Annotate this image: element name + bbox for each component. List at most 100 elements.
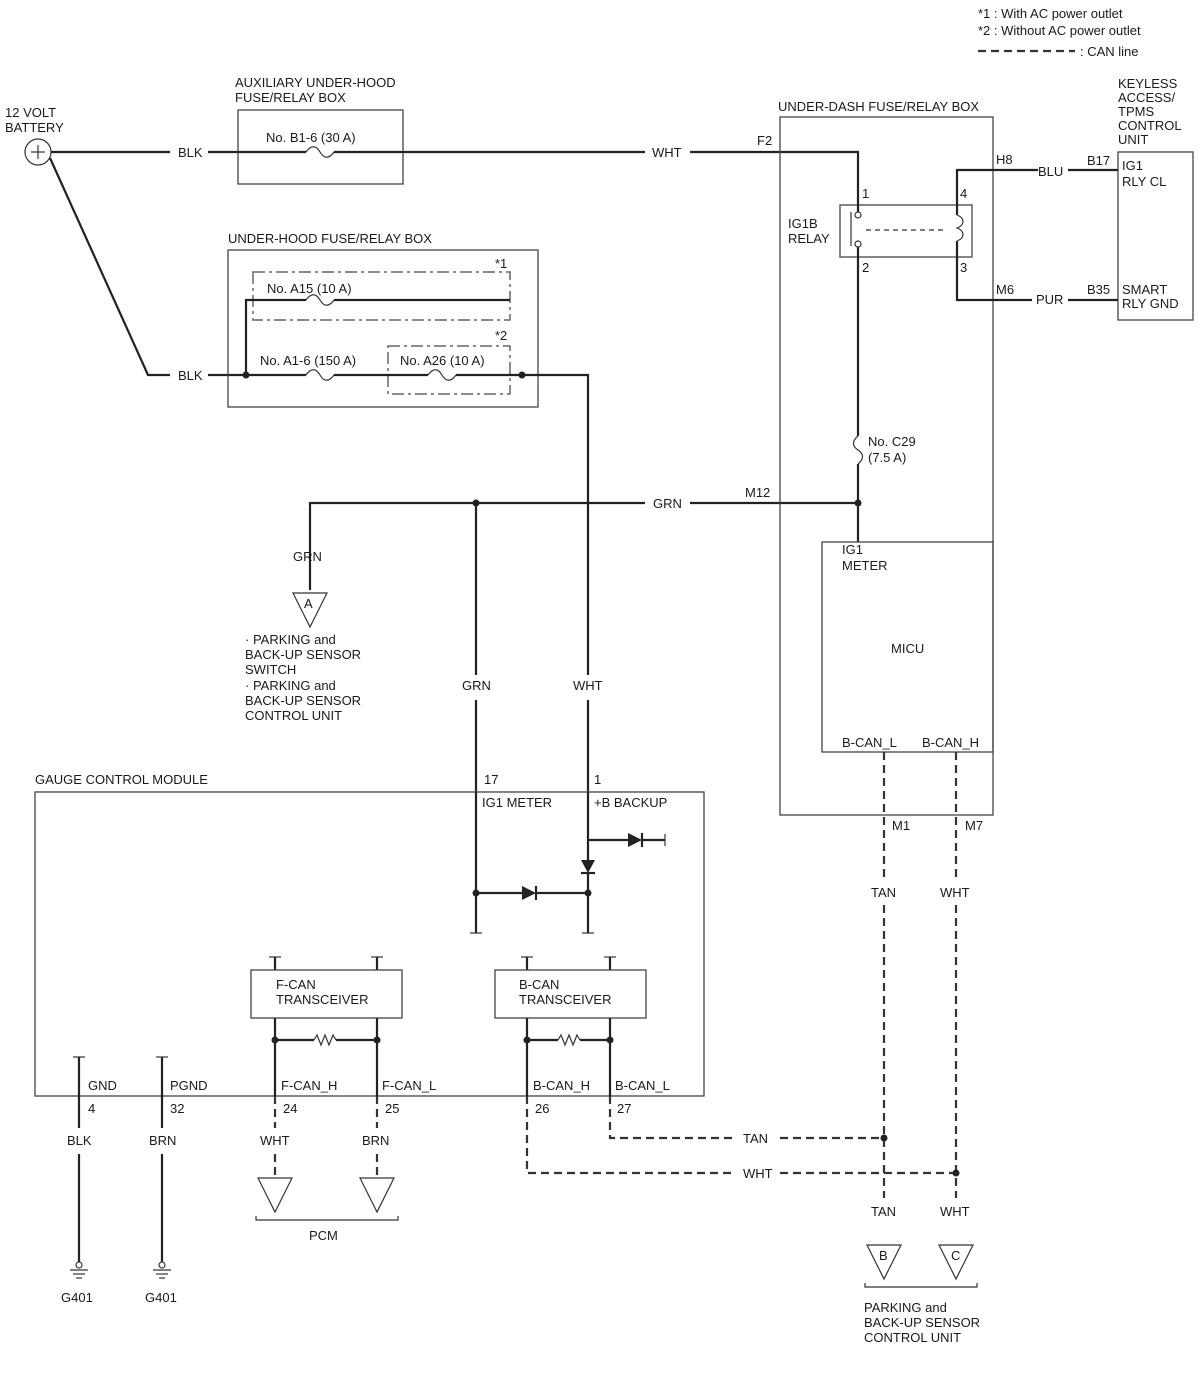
keyless-ig1: IG1 [1122, 158, 1143, 173]
gcm-pin-27: 27 [617, 1101, 631, 1116]
keyless-smart: SMART [1122, 282, 1167, 297]
relay-label-1: IG1B [788, 216, 818, 231]
junction-gcm-ig1 [472, 889, 480, 897]
wire-wht-top-b [690, 150, 860, 196]
parking-line-2: BACK-UP SENSOR [864, 1315, 980, 1330]
fcan-label-2: TRANSCEIVER [276, 992, 368, 1007]
uh-wire-a15-left [244, 298, 306, 375]
diode-backup-icon [628, 833, 642, 847]
legend: *1 : With AC power outlet *2 : Without A… [978, 6, 1141, 59]
fuse-c29-label-2: (7.5 A) [868, 450, 906, 465]
fuse-a26-label: No. A26 (10 A) [400, 353, 485, 368]
pcm-bracket [255, 1216, 399, 1221]
can-bcan-l-a [608, 1096, 735, 1140]
pcm-connector-2 [359, 1177, 395, 1214]
wire-wht-backup-a [522, 373, 590, 675]
keyless-title-3: TPMS [1118, 104, 1154, 119]
bcan-resistor-icon [557, 1033, 581, 1047]
gcm-ig1-meter: IG1 METER [482, 795, 552, 810]
gcm-outline [34, 791, 705, 1097]
junction-bcan-l [606, 1036, 614, 1044]
aux-box-outline [237, 109, 404, 185]
gcm-gnd: GND [88, 1078, 117, 1093]
keyless-title-2: ACCESS/ [1118, 90, 1175, 105]
relay-pin-4: 4 [960, 186, 967, 201]
gcm-bcan-h: B-CAN_H [533, 1078, 590, 1093]
wire-label-brn-pgnd: BRN [149, 1133, 176, 1148]
fuse-c29-icon [852, 435, 864, 465]
pin-m6: M6 [996, 282, 1014, 297]
wire-label-wht-park: WHT [940, 1204, 970, 1219]
keyless-title-1: KEYLESS [1118, 76, 1178, 91]
fuse-a16-icon [305, 369, 335, 381]
connector-b-letter: B [879, 1248, 888, 1263]
pin-h8: H8 [996, 152, 1013, 167]
wire-grn-main-a [308, 501, 645, 590]
junction-fcan-h [271, 1036, 279, 1044]
battery-label-1: 12 VOLT [5, 105, 56, 120]
aux-fuse-box: AUXILIARY UNDER-HOOD FUSE/RELAY BOX No. … [235, 75, 404, 185]
pin-m7: M7 [965, 818, 983, 833]
pcm-label: PCM [309, 1228, 338, 1243]
fuse-a15-icon [305, 294, 335, 306]
conn-a-line-1: · PARKING and [245, 632, 336, 647]
uh-box-outline [227, 249, 539, 408]
fuse-a15-label: No. A15 (10 A) [267, 281, 352, 296]
conn-a-line-6: CONTROL UNIT [245, 708, 342, 723]
underhood-fuse-box: UNDER-HOOD FUSE/RELAY BOX *1 No. A15 (10… [227, 231, 539, 408]
pin-b35: B35 [1087, 282, 1110, 297]
can-bcan-h-a [525, 1096, 735, 1175]
gcm-pin-32: 32 [170, 1101, 184, 1116]
connector-a: A · PARKING and BACK-UP SENSOR SWITCH · … [245, 592, 361, 723]
connector-a-triangle [292, 592, 328, 629]
relay-pin-2: 2 [862, 260, 869, 275]
uh-star-2: *2 [495, 328, 507, 343]
ud-box-title: UNDER-DASH FUSE/RELAY BOX [778, 99, 979, 114]
fuse-a26-icon [427, 369, 457, 381]
parking-sensor-unit: B C PARKING and BACK-UP SENSOR CONTROL U… [864, 1244, 980, 1345]
wire-label-blu: BLU [1038, 164, 1063, 179]
wire-label-tan-micu: TAN [871, 885, 896, 900]
connector-b-triangle [866, 1244, 902, 1281]
micu-ig1: IG1 [842, 542, 863, 557]
wire-label-wht-bcan: WHT [743, 1166, 773, 1181]
junction-can-wht [952, 1169, 960, 1177]
connector-c-letter: C [951, 1248, 960, 1263]
pin-b17: B17 [1087, 153, 1110, 168]
ground-g401-a: G401 [61, 1261, 93, 1305]
gauge-control-module: GAUGE CONTROL MODULE 17 1 IG1 METER +B B… [34, 772, 705, 1116]
aux-box-title-2: FUSE/RELAY BOX [235, 90, 346, 105]
fcan-label-1: F-CAN [276, 977, 316, 992]
parking-bracket [864, 1283, 978, 1288]
gcm-pgnd: PGND [170, 1078, 208, 1093]
wire-label-tan-bcan: TAN [743, 1131, 768, 1146]
wire-label-brn-fcan: BRN [362, 1133, 389, 1148]
wire-label-tan-park: TAN [871, 1204, 896, 1219]
keyless-outline [1117, 151, 1194, 321]
conn-a-line-3: SWITCH [245, 662, 296, 677]
pin-m1: M1 [892, 818, 910, 833]
gcm-pin-25: 25 [385, 1101, 399, 1116]
bcan-label-2: TRANSCEIVER [519, 992, 611, 1007]
gcm-bcan-l: B-CAN_L [615, 1078, 670, 1093]
fuse-a16-label: No. A1-6 (150 A) [260, 353, 356, 368]
uh-box-title: UNDER-HOOD FUSE/RELAY BOX [228, 231, 432, 246]
aux-box-title-1: AUXILIARY UNDER-HOOD [235, 75, 396, 90]
wire-label-grn-ig1: GRN [462, 678, 491, 693]
micu-meter: METER [842, 558, 888, 573]
relay-coil-icon [955, 214, 964, 242]
wire-relay-pin3 [955, 241, 1032, 302]
wire-label-wht-micu: WHT [940, 885, 970, 900]
wire-battery-blk-diag [48, 157, 170, 377]
relay-contact-bottom-dot [854, 240, 862, 248]
junction-uh-left [242, 371, 250, 379]
gcm-title: GAUGE CONTROL MODULE [35, 772, 208, 787]
parking-line-3: CONTROL UNIT [864, 1330, 961, 1345]
wire-label-wht-backup: WHT [573, 678, 603, 693]
wire-label-blk-gnd: BLK [67, 1133, 92, 1148]
gcm-b-backup: +B BACKUP [594, 795, 667, 810]
uh-option-1-box [252, 271, 511, 321]
micu-outline [821, 541, 994, 753]
legend-can-text: : CAN line [1080, 44, 1139, 59]
